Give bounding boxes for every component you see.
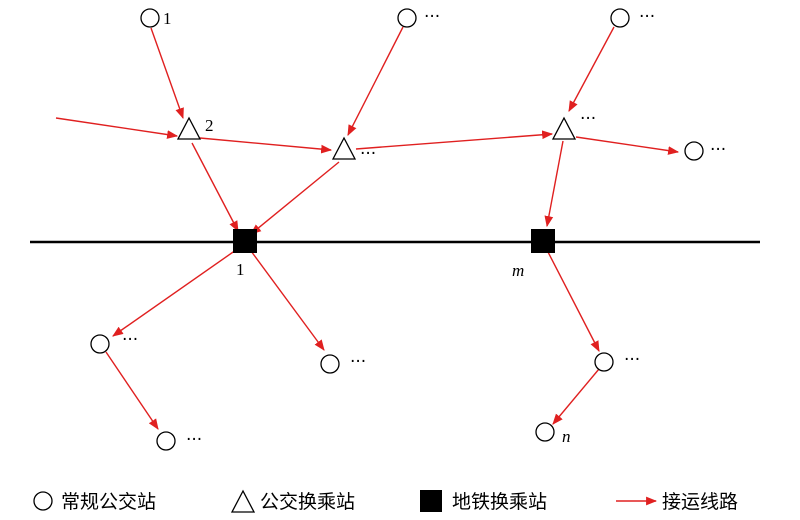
- legend-bus-stop-icon: [33, 491, 53, 511]
- route-transfer2-to-transfermid: [199, 137, 333, 154]
- feeder-routes: [55, 26, 680, 430]
- route-transferright-to-busright: [575, 136, 680, 155]
- route-transferright-to-subwaym: [544, 140, 564, 228]
- route-subway1-to-buslowermid: [250, 250, 325, 351]
- bus-stop-right: [684, 141, 704, 161]
- legend-subway-station-label: 地铁换乘站: [452, 491, 547, 513]
- route-subway1-to-buslowerleft: [112, 249, 237, 337]
- label-bus-lower-left: ···: [122, 330, 138, 350]
- bus-stop-top-right: [610, 8, 630, 28]
- transfer-station-right: [551, 116, 577, 140]
- label-bus-n: n: [562, 427, 571, 446]
- label-bus-lower-right: ···: [624, 350, 640, 370]
- label-subway-m: m: [512, 261, 524, 280]
- route-incoming-to-transfer2: [55, 117, 179, 139]
- transfer-station-2: [176, 116, 202, 140]
- label-bus-top-mid: ···: [424, 7, 440, 27]
- label-transfer-right: ···: [580, 109, 596, 129]
- label-bus-lower-mid: ···: [350, 352, 366, 372]
- label-transfer-2: 2: [205, 116, 214, 135]
- subway-station-m: [531, 229, 555, 253]
- route-buslowerleft-to-buslowerleft2: [105, 351, 159, 430]
- route-buslowerright-to-busn: [552, 368, 600, 425]
- label-transfer-mid: ···: [360, 144, 376, 164]
- legend-subway-station-icon: [420, 490, 442, 512]
- legend-transfer-station-label: 公交换乘站: [260, 491, 355, 513]
- label-bus-top-right: ···: [639, 7, 655, 27]
- route-bustopright-to-transferright: [568, 26, 615, 112]
- route-subwaym-to-buslowerright: [547, 251, 600, 352]
- bus-stop-lower-left2: [156, 431, 176, 451]
- legend: 常规公交站 公交换乘站 地铁换乘站 接运线路: [33, 489, 738, 513]
- label-bus-1: 1: [163, 9, 172, 28]
- route-transfermid-to-transferright: [355, 130, 554, 150]
- label-subway-1: 1: [236, 260, 245, 279]
- route-bustopmid-to-transfermid: [347, 26, 404, 136]
- bus-stop-lower-right: [594, 352, 614, 372]
- legend-route-label: 接运线路: [662, 491, 738, 513]
- subway-station-1: [233, 229, 257, 253]
- bus-stop-top-mid: [397, 8, 417, 28]
- route-bus1-to-transfer2: [150, 27, 184, 120]
- route-transfer2-to-subway1: [191, 142, 239, 232]
- bus-stop-1: [140, 8, 160, 28]
- label-bus-right: ···: [710, 140, 726, 160]
- legend-bus-stop-label: 常规公交站: [61, 491, 156, 513]
- transfer-station-mid: [331, 136, 357, 160]
- bus-stop-n: [535, 422, 555, 442]
- legend-transfer-station-icon: [230, 489, 256, 513]
- label-bus-lower-left2: ···: [186, 430, 202, 450]
- bus-stop-lower-left: [90, 334, 110, 354]
- bus-stop-lower-mid: [320, 354, 340, 374]
- route-transfermid-to-subway1: [250, 161, 340, 235]
